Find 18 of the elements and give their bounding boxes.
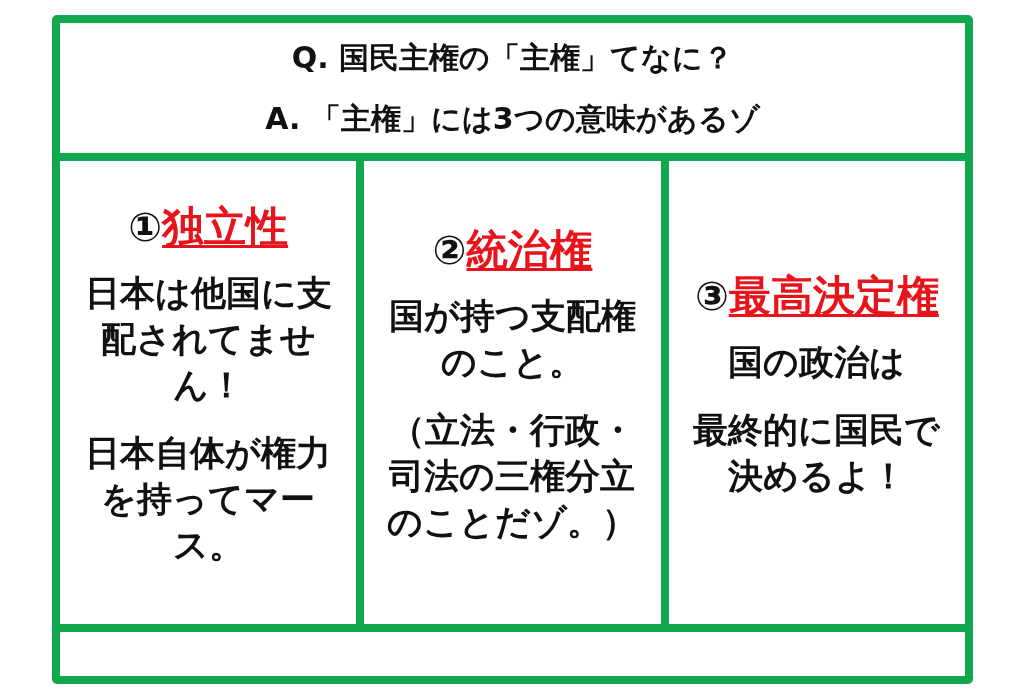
description-text: 国の政治は: [727, 340, 907, 384]
empty-band: [60, 632, 965, 676]
meaning-title: 統治権: [466, 226, 593, 275]
meaning-title: 最高決定権: [728, 272, 939, 321]
description-text: 最終的に国民で決めるよ！: [692, 408, 942, 498]
description-text: 国が持つ支配権のこと。: [388, 294, 637, 384]
question-panel: [60, 23, 965, 153]
meaning-panel: [60, 161, 357, 624]
circled-number: ②: [432, 227, 467, 274]
description-text: 日本は他国に支配されてません！: [83, 271, 333, 407]
meaning-panel: [668, 161, 965, 624]
description-text: 日本自体が権力を持ってマース。: [84, 431, 333, 567]
circled-number: ③: [694, 273, 729, 320]
answer-text: A. 「主権」には3つの意味があるゾ: [265, 100, 760, 137]
description-text: （立法・行政・司法の三権分立のことだゾ。）: [386, 408, 639, 544]
question-text: Q. 国民主権の「主権」てなに？: [291, 39, 734, 76]
meaning-title: 独立性: [162, 203, 289, 252]
meaning-panel: [364, 161, 661, 624]
